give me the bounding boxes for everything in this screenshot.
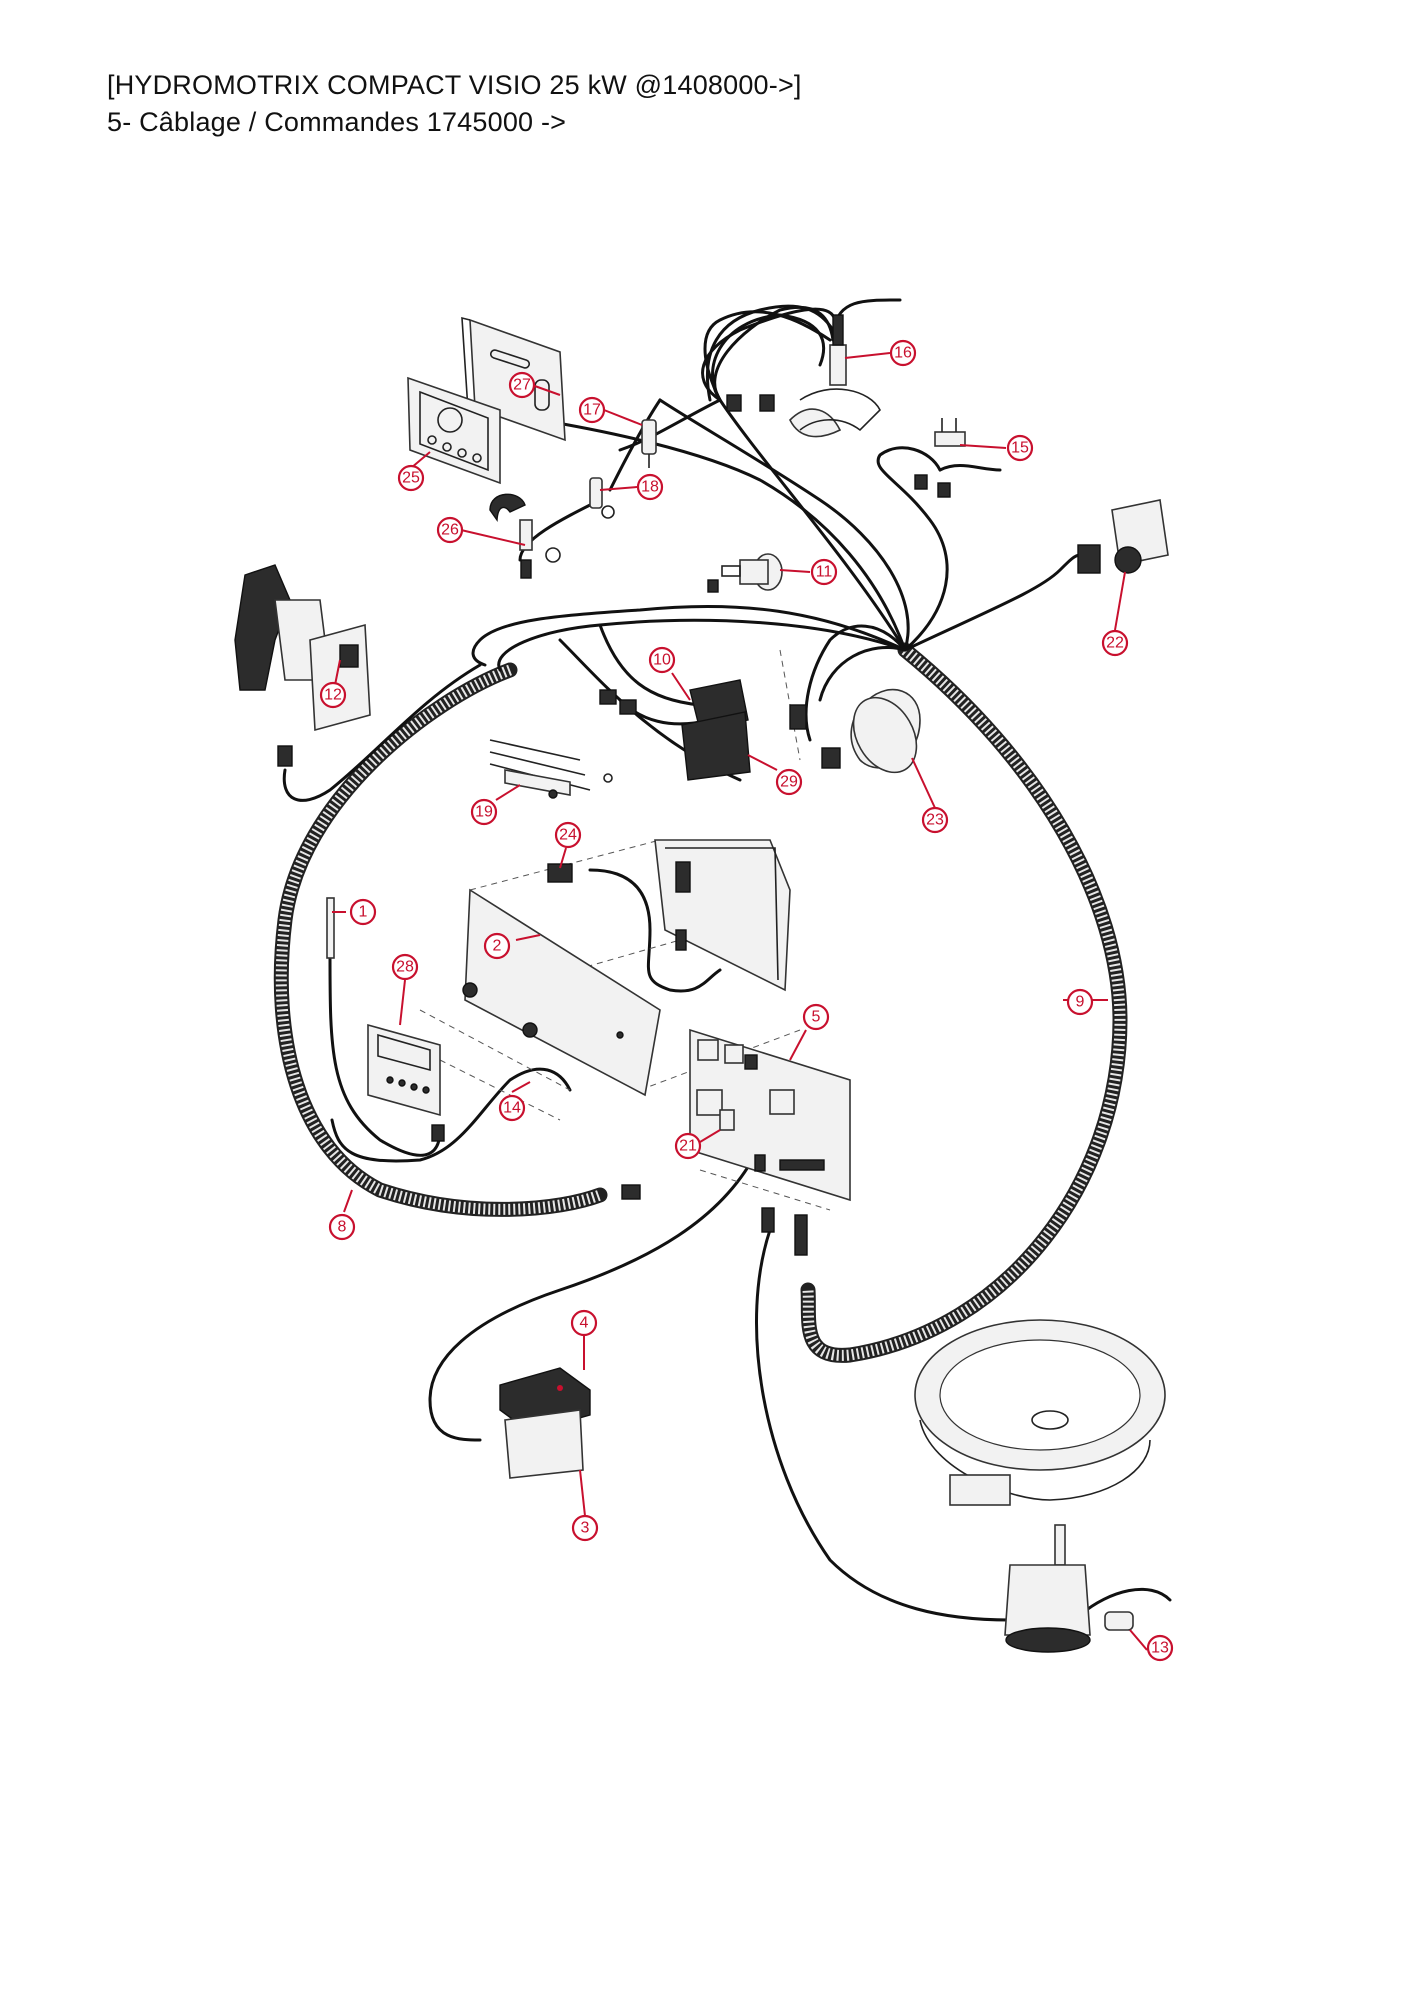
burner-head (914, 1319, 1166, 1506)
callout-26: 26 (436, 516, 464, 544)
callout-29: 29 (775, 768, 803, 796)
diagram-subtitle: 5- Câblage / Commandes 1745000 -> (107, 107, 567, 137)
callout-28-label: 28 (396, 959, 414, 976)
callout-24: 24 (554, 821, 582, 849)
ignition-unit-10-29 (599, 679, 751, 781)
callout-11-label: 11 (816, 564, 833, 581)
sensor-26 (489, 493, 561, 579)
callout-5-label: 5 (812, 1009, 821, 1026)
callout-29-label: 29 (780, 774, 798, 791)
circulator-pump-12 (234, 564, 371, 767)
gas-valve-3-4 (499, 1367, 591, 1479)
ignition-electrodes-19 (489, 739, 613, 799)
callout-14: 14 (498, 1094, 526, 1122)
callout-21: 21 (674, 1132, 702, 1160)
callout-2: 2 (483, 932, 511, 960)
callout-10: 10 (648, 646, 676, 674)
callout-27-label: 27 (513, 377, 531, 394)
callout-19: 19 (470, 798, 498, 826)
control-panel-25 (407, 376, 501, 485)
probe-17 (641, 419, 657, 468)
conduit-group (273, 642, 1128, 1363)
callout-8-label: 8 (338, 1219, 347, 1236)
callout-23: 23 (921, 806, 949, 834)
callout-22: 22 (1101, 629, 1129, 657)
callout-2-label: 2 (493, 938, 502, 955)
callout-8: 8 (328, 1213, 356, 1241)
motor-13 (1004, 1524, 1134, 1653)
fan-motor-23 (789, 688, 921, 774)
sensor-15 (914, 418, 966, 498)
callout-4: 4 (570, 1309, 598, 1337)
callout-18-label: 18 (641, 479, 659, 496)
callout-11: 11 (810, 558, 838, 586)
callout-28: 28 (391, 953, 419, 981)
callout-4-label: 4 (580, 1315, 589, 1332)
callout-15-label: 15 (1011, 440, 1029, 457)
callout-13-label: 13 (1151, 1640, 1169, 1657)
callout-19-label: 19 (475, 804, 493, 821)
diagram-title: [HYDROMOTRIX COMPACT VISIO 25 kW @140800… (107, 70, 802, 100)
callout-27: 27 (508, 371, 536, 399)
callout-14-label: 14 (503, 1100, 521, 1117)
callout-12-label: 12 (324, 687, 342, 704)
callout-26-label: 26 (441, 522, 459, 539)
callout-10-label: 10 (653, 652, 671, 669)
air-pressure-switch-22 (1077, 499, 1169, 574)
sensor-16 (726, 314, 881, 438)
callout-3: 3 (571, 1514, 599, 1542)
callout-13: 13 (1146, 1634, 1174, 1662)
callout-17-label: 17 (583, 402, 601, 419)
control-board-5 (689, 1028, 851, 1202)
control-box (547, 839, 791, 992)
callout-21-label: 21 (679, 1138, 697, 1155)
callout-25: 25 (397, 464, 425, 492)
callout-1-label: 1 (359, 904, 368, 921)
callout-9-label: 9 (1076, 994, 1085, 1011)
connectors (621, 1184, 808, 1256)
callout-22-label: 22 (1106, 635, 1124, 652)
callout-12: 12 (319, 681, 347, 709)
pressure-sensor-11 (707, 553, 783, 593)
callout-5: 5 (802, 1003, 830, 1031)
callout-17: 17 (578, 396, 606, 424)
display-28 (367, 1023, 441, 1117)
callout-18: 18 (636, 473, 664, 501)
callout-9: 9 (1066, 988, 1094, 1016)
callout-16: 16 (889, 339, 917, 367)
callout-23-label: 23 (926, 812, 944, 829)
callout-25-label: 25 (402, 470, 420, 487)
callout-16-label: 16 (894, 345, 912, 362)
temperature-probe-1 (326, 897, 445, 1142)
callout-1: 1 (349, 898, 377, 926)
mounting-plate-2 (462, 888, 661, 1097)
callout-3-label: 3 (581, 1520, 590, 1537)
callout-24-label: 24 (559, 827, 577, 844)
callout-15: 15 (1006, 434, 1034, 462)
probe-18 (589, 477, 615, 519)
